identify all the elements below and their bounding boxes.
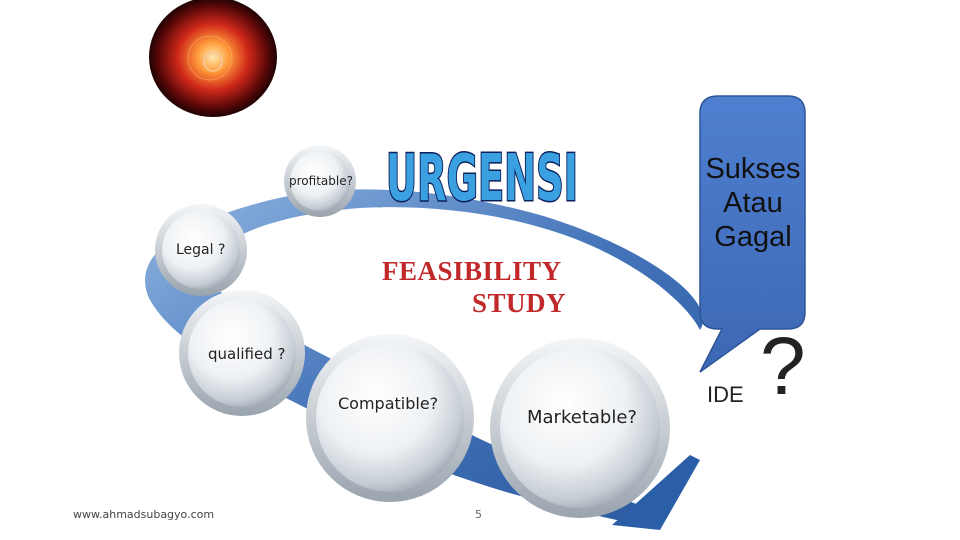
bubble-qualified [179,290,305,416]
bubble-profitable [284,145,356,217]
question-mark: ? [760,321,806,412]
label-profitable: profitable? [289,174,353,188]
callout-text: Sukses Atau Gagal [688,152,818,254]
subtitle-line2: STUDY [472,288,567,318]
label-marketable: Marketable? [527,407,637,428]
bubble-legal [155,204,247,296]
callout-line3: Gagal [714,221,792,253]
label-qualified: qualified ? [208,345,286,363]
callout-line1: Sukses [705,153,801,185]
speech-callout [699,95,806,373]
bubble-compatible [306,334,474,502]
page-number: 5 [475,508,482,521]
footer-website: www.ahmadsubagyo.com [73,508,215,521]
label-legal: Legal ? [176,242,226,258]
sun-image [149,0,277,117]
subtitle-line1: FEASIBILITY [382,256,562,286]
callout-line2: Atau [723,187,783,219]
bubble-marketable [490,338,670,518]
urgensi-text: URGENSI [386,142,578,216]
urgensi-wordart: URGENSI [385,141,580,218]
label-compatible: Compatible? [338,394,439,413]
ide-label: IDE [707,382,744,407]
